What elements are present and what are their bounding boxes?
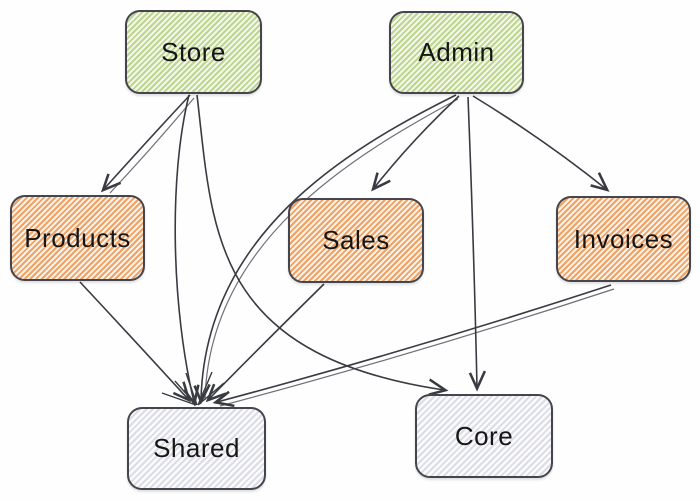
node-invoices-label: Invoices — [573, 223, 674, 254]
edge-store-core — [196, 94, 444, 390]
edge-sales-shared — [209, 283, 325, 399]
node-shared: Shared — [127, 407, 266, 490]
node-shared-label: Shared — [153, 433, 240, 463]
edge-admin-invoices — [472, 95, 606, 189]
node-store-label: Store — [161, 36, 226, 67]
node-core: Core — [415, 394, 553, 478]
node-admin-label: Admin — [418, 37, 495, 67]
node-sales: Sales — [288, 198, 424, 283]
edge-invoices-shared-ghost — [219, 288, 615, 407]
node-admin: Admin — [389, 11, 524, 94]
node-store: Store — [125, 10, 262, 94]
edge-store-products-ghost — [109, 97, 195, 194]
node-products: Products — [10, 195, 145, 281]
node-sales-label: Sales — [322, 225, 390, 255]
edge-invoices-shared — [217, 284, 612, 402]
arrowhead-barbs — [161, 371, 225, 406]
edge-products-shared — [79, 281, 188, 399]
node-core-label: Core — [454, 420, 514, 451]
edge-admin-sales — [374, 95, 460, 188]
edge-store-shared — [174, 94, 194, 402]
edge-store-products — [104, 94, 191, 189]
node-products-label: Products — [24, 222, 131, 253]
edge-admin-core — [467, 96, 477, 387]
node-invoices: Invoices — [556, 196, 691, 282]
